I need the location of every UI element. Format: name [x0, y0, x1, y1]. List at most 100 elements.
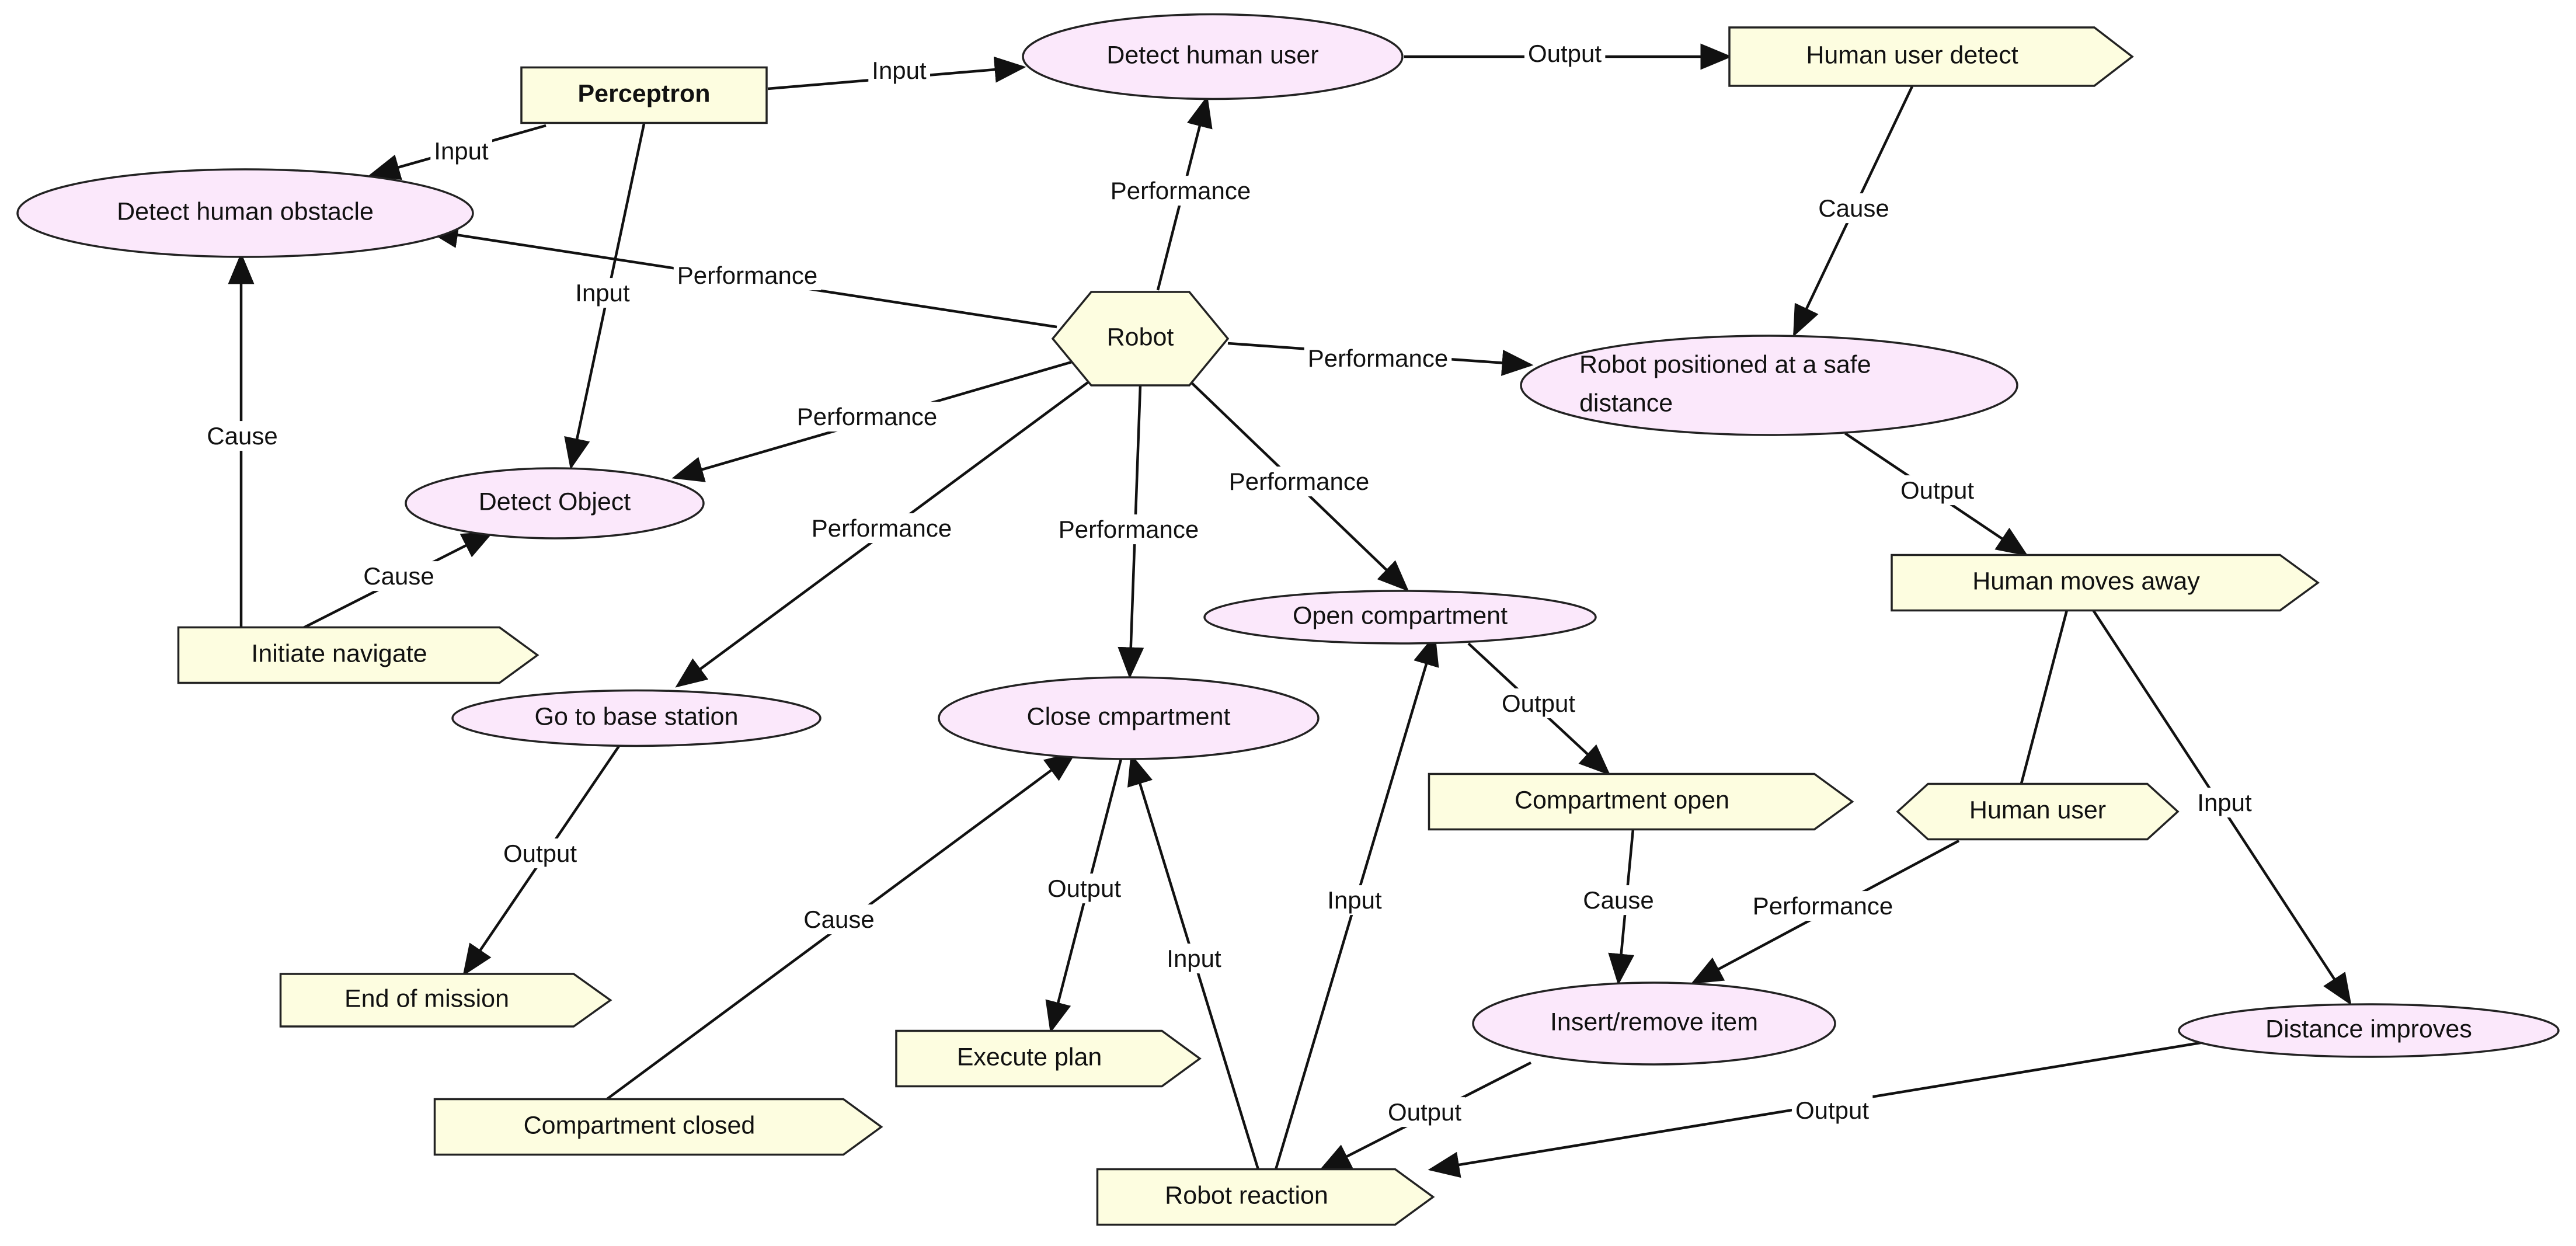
edge-label: Input: [1327, 886, 1382, 914]
node-label: Human moves away: [1972, 567, 2200, 595]
node-label: Close cmpartment: [1027, 702, 1231, 730]
edge-label-background: [807, 513, 956, 544]
node-shape: [433, 1098, 883, 1156]
node-execute_plan[interactable]: Execute plan: [895, 1029, 1202, 1088]
edge-label-background: [868, 55, 931, 86]
node-shape: [2178, 1003, 2560, 1058]
node-label: Human user detect: [1806, 41, 2018, 69]
node-human_moves[interactable]: Human moves away: [1891, 554, 2320, 612]
node-label: Compartment open: [1515, 786, 1729, 814]
edge-label: Performance: [677, 262, 817, 289]
edge-go_base-to-end_mission: Output: [462, 745, 620, 976]
node-go_base[interactable]: Go to base station: [451, 689, 821, 747]
edge-label-background: [800, 904, 878, 935]
node-human_user[interactable]: Human user: [1896, 782, 2180, 841]
node-label: Perceptron: [577, 79, 710, 107]
node-label: Execute plan: [957, 1043, 1102, 1071]
node-label: Go to base station: [535, 702, 739, 730]
edge-insert_remove-to-robot_reaction: Output: [1318, 1061, 1532, 1171]
node-shape: [1428, 772, 1854, 831]
edge-robot-to-detect_obstacle: Performance: [426, 222, 1057, 329]
edge-label: Output: [1047, 875, 1121, 902]
node-robot[interactable]: Robot: [1051, 291, 1230, 387]
node-label: Insert/remove item: [1550, 1008, 1758, 1036]
node-robot_reaction[interactable]: Robot reaction: [1096, 1168, 1435, 1226]
node-shape: [177, 626, 539, 684]
edge-robot_reaction-to-close_comp: Input: [1127, 753, 1260, 1170]
edge-close_comp-to-execute_plan: Output: [1043, 758, 1125, 1033]
node-label: Initiate navigate: [251, 639, 427, 667]
edge-label-background: [360, 561, 438, 591]
edge-comp_closed-to-close_comp: Cause: [606, 751, 1077, 1100]
nodes-layer: Perceptron Detect human user Human user de…: [16, 13, 2560, 1226]
edge-label-background: [1106, 176, 1255, 206]
edge-label: Cause: [1583, 886, 1653, 914]
edge-label: Cause: [363, 562, 434, 590]
node-shape: [16, 168, 474, 258]
node-shape: [895, 1029, 1202, 1088]
edge-label: Cause: [207, 422, 277, 450]
edge-label: Performance: [1059, 516, 1199, 543]
edge-label: Performance: [1308, 344, 1448, 372]
edge-distance_improves-to-robot_reaction: Output: [1428, 1039, 2212, 1178]
edge-label-background: [2194, 788, 2256, 818]
edge-label: Performance: [1753, 892, 1893, 920]
node-detect_user[interactable]: Detect human user: [1022, 13, 1404, 100]
edge-label: Input: [1167, 945, 1221, 972]
node-shape: [1022, 13, 1404, 100]
edge-robot-to-close_comp: Performance: [1054, 385, 1203, 679]
node-label: Human user: [1969, 796, 2106, 824]
edge-robot-to-open_comp: Performance: [1187, 378, 1409, 592]
node-insert_remove[interactable]: Insert/remove item: [1472, 982, 1836, 1066]
node-label: Distance improves: [2265, 1015, 2472, 1043]
edge-label-background: [1054, 514, 1203, 545]
edge-label: Performance: [797, 403, 937, 430]
edge-label: Performance: [812, 514, 952, 542]
node-open_comp[interactable]: Open compartment: [1203, 590, 1597, 645]
edge-label-background: [1498, 688, 1579, 719]
node-shape: [1520, 335, 2018, 436]
edge-label-background: [1043, 873, 1125, 904]
node-label: Robot reaction: [1165, 1181, 1328, 1209]
node-label: Detect human user: [1106, 41, 1318, 69]
node-shape: [1891, 554, 2320, 612]
node-comp_closed[interactable]: Compartment closed: [433, 1098, 883, 1156]
edge-label-background: [1524, 39, 1606, 69]
edge-label-background: [793, 402, 941, 432]
node-shape: [938, 676, 1320, 760]
node-shape: [1096, 1168, 1435, 1226]
edge-label-background: [572, 278, 634, 308]
edge-label: Performance: [1229, 468, 1369, 495]
edge-label-background: [1324, 885, 1386, 916]
node-detect_obstacle[interactable]: Detect human obstacle: [16, 168, 474, 258]
node-shape: [1728, 26, 2134, 87]
node-detect_object[interactable]: Detect Object: [405, 467, 705, 540]
node-shape: [520, 66, 768, 124]
edge-connector: [2020, 610, 2069, 784]
edge-label: Input: [434, 137, 489, 165]
node-comp_open[interactable]: Compartment open: [1428, 772, 1854, 831]
node-distance_improves[interactable]: Distance improves: [2178, 1003, 2560, 1058]
edge-label: Output: [1795, 1097, 1869, 1124]
edge-label-background: [1896, 475, 1978, 506]
node-end_mission[interactable]: End of mission: [279, 973, 612, 1028]
node-label: distance: [1579, 389, 1673, 417]
node-label: End of mission: [344, 984, 509, 1012]
edge-robot_safe-to-human_moves: Output: [1844, 432, 2028, 556]
edge-label-background: [1163, 944, 1226, 974]
edge-human_user-to-insert_remove: Performance: [1691, 840, 1960, 984]
edge-label-background: [1384, 1097, 1465, 1127]
node-close_comp[interactable]: Close cmpartment: [938, 676, 1320, 760]
node-human_detect[interactable]: Human user detect: [1728, 26, 2134, 87]
node-initiate_nav[interactable]: Initiate navigate: [177, 626, 539, 684]
edge-human_moves-to-distance_improves: Input: [2092, 609, 2352, 1005]
node-shape: [405, 467, 705, 540]
node-label: Detect Object: [479, 488, 631, 516]
node-perceptron[interactable]: Perceptron: [520, 66, 768, 124]
node-label: Robot: [1107, 323, 1174, 351]
edge-label: Cause: [1818, 194, 1889, 222]
edge-label-background: [499, 838, 581, 869]
edge-human_detect-to-robot_safe: Cause: [1792, 86, 1914, 337]
